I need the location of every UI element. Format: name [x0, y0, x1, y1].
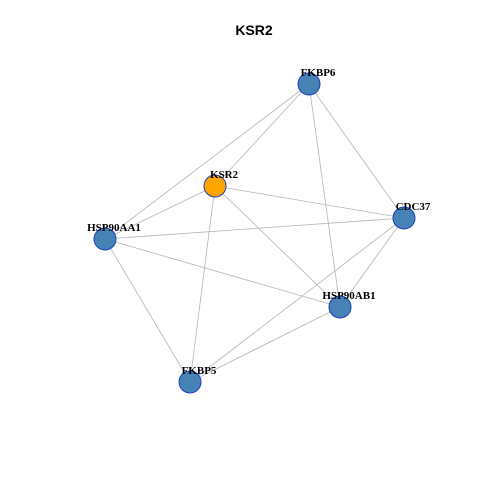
node-label-cdc37: CDC37: [396, 201, 431, 213]
edge-fkbp6-hsp90ab1: [308, 83, 341, 308]
node-hsp90ab1[interactable]: [328, 295, 352, 319]
edge-cdc37-hsp90ab1: [339, 217, 405, 308]
edge-fkbp6-ksr2: [214, 83, 310, 187]
node-hsp90aa1[interactable]: [93, 227, 117, 251]
node-label-hsp90ab1: HSP90AB1: [322, 290, 375, 302]
diagram-title: KSR2: [235, 22, 273, 38]
node-cdc37[interactable]: [392, 206, 416, 230]
edge-ksr2-cdc37: [214, 185, 405, 219]
node-fkbp5[interactable]: [178, 370, 202, 394]
node-ksr2[interactable]: [203, 174, 227, 198]
edge-hsp90ab1-fkbp5: [189, 306, 341, 383]
node-label-hsp90aa1: HSP90AA1: [87, 222, 141, 234]
edge-ksr2-hsp90ab1: [214, 185, 341, 308]
node-label-fkbp6: FKBP6: [301, 67, 336, 79]
edge-hsp90aa1-hsp90ab1: [104, 238, 341, 308]
edge-ksr2-hsp90aa1: [104, 185, 216, 240]
edge-cdc37-fkbp5: [189, 217, 405, 383]
nodes-layer: [93, 72, 416, 394]
node-fkbp6[interactable]: [297, 72, 321, 96]
node-label-ksr2: KSR2: [210, 169, 239, 181]
edge-ksr2-fkbp5: [189, 185, 216, 383]
node-label-fkbp5: FKBP5: [182, 365, 217, 377]
edge-fkbp6-cdc37: [308, 83, 405, 219]
edge-hsp90aa1-fkbp5: [104, 238, 191, 383]
edge-fkbp6-hsp90aa1: [104, 83, 310, 240]
edge-hsp90aa1-cdc37: [104, 217, 405, 240]
edges-layer: [104, 83, 405, 383]
